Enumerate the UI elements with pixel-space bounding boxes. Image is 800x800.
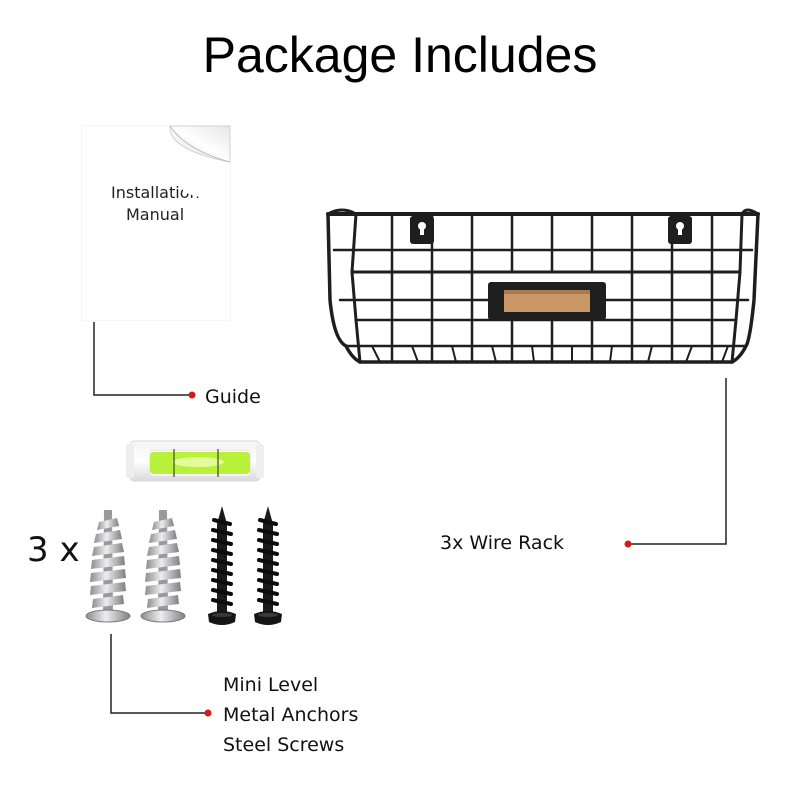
manual-title-line2: Manual xyxy=(126,205,184,224)
wire-rack xyxy=(326,208,760,364)
installation-manual xyxy=(81,125,231,321)
wire-rack-label: 3x Wire Rack xyxy=(440,532,565,554)
metal-anchor-1 xyxy=(85,509,131,623)
hardware-label-list: Mini Level Metal Anchors Steel Screws xyxy=(223,670,358,760)
steel-screw-1 xyxy=(206,504,238,627)
metal-anchor-2 xyxy=(140,509,186,623)
mini-level xyxy=(126,440,264,482)
hanging-tab-right xyxy=(668,216,692,244)
steel-screw-2 xyxy=(252,504,284,627)
callout-wire-rack xyxy=(624,378,727,548)
guide-label: Guide xyxy=(205,386,261,408)
manual-title-line1: Installation xyxy=(111,183,200,202)
quantity-label: 3 x xyxy=(27,530,80,570)
callout-hardware xyxy=(110,634,212,717)
steel-screws-label: Steel Screws xyxy=(223,734,345,756)
hanging-tab-left xyxy=(410,216,434,244)
callout-guide xyxy=(93,322,196,399)
mini-level-label: Mini Level xyxy=(223,674,319,696)
metal-anchors-label: Metal Anchors xyxy=(223,704,359,726)
label-holder xyxy=(488,282,606,320)
page-curl-shadow xyxy=(183,178,214,200)
page-title: Package Includes xyxy=(202,27,598,83)
